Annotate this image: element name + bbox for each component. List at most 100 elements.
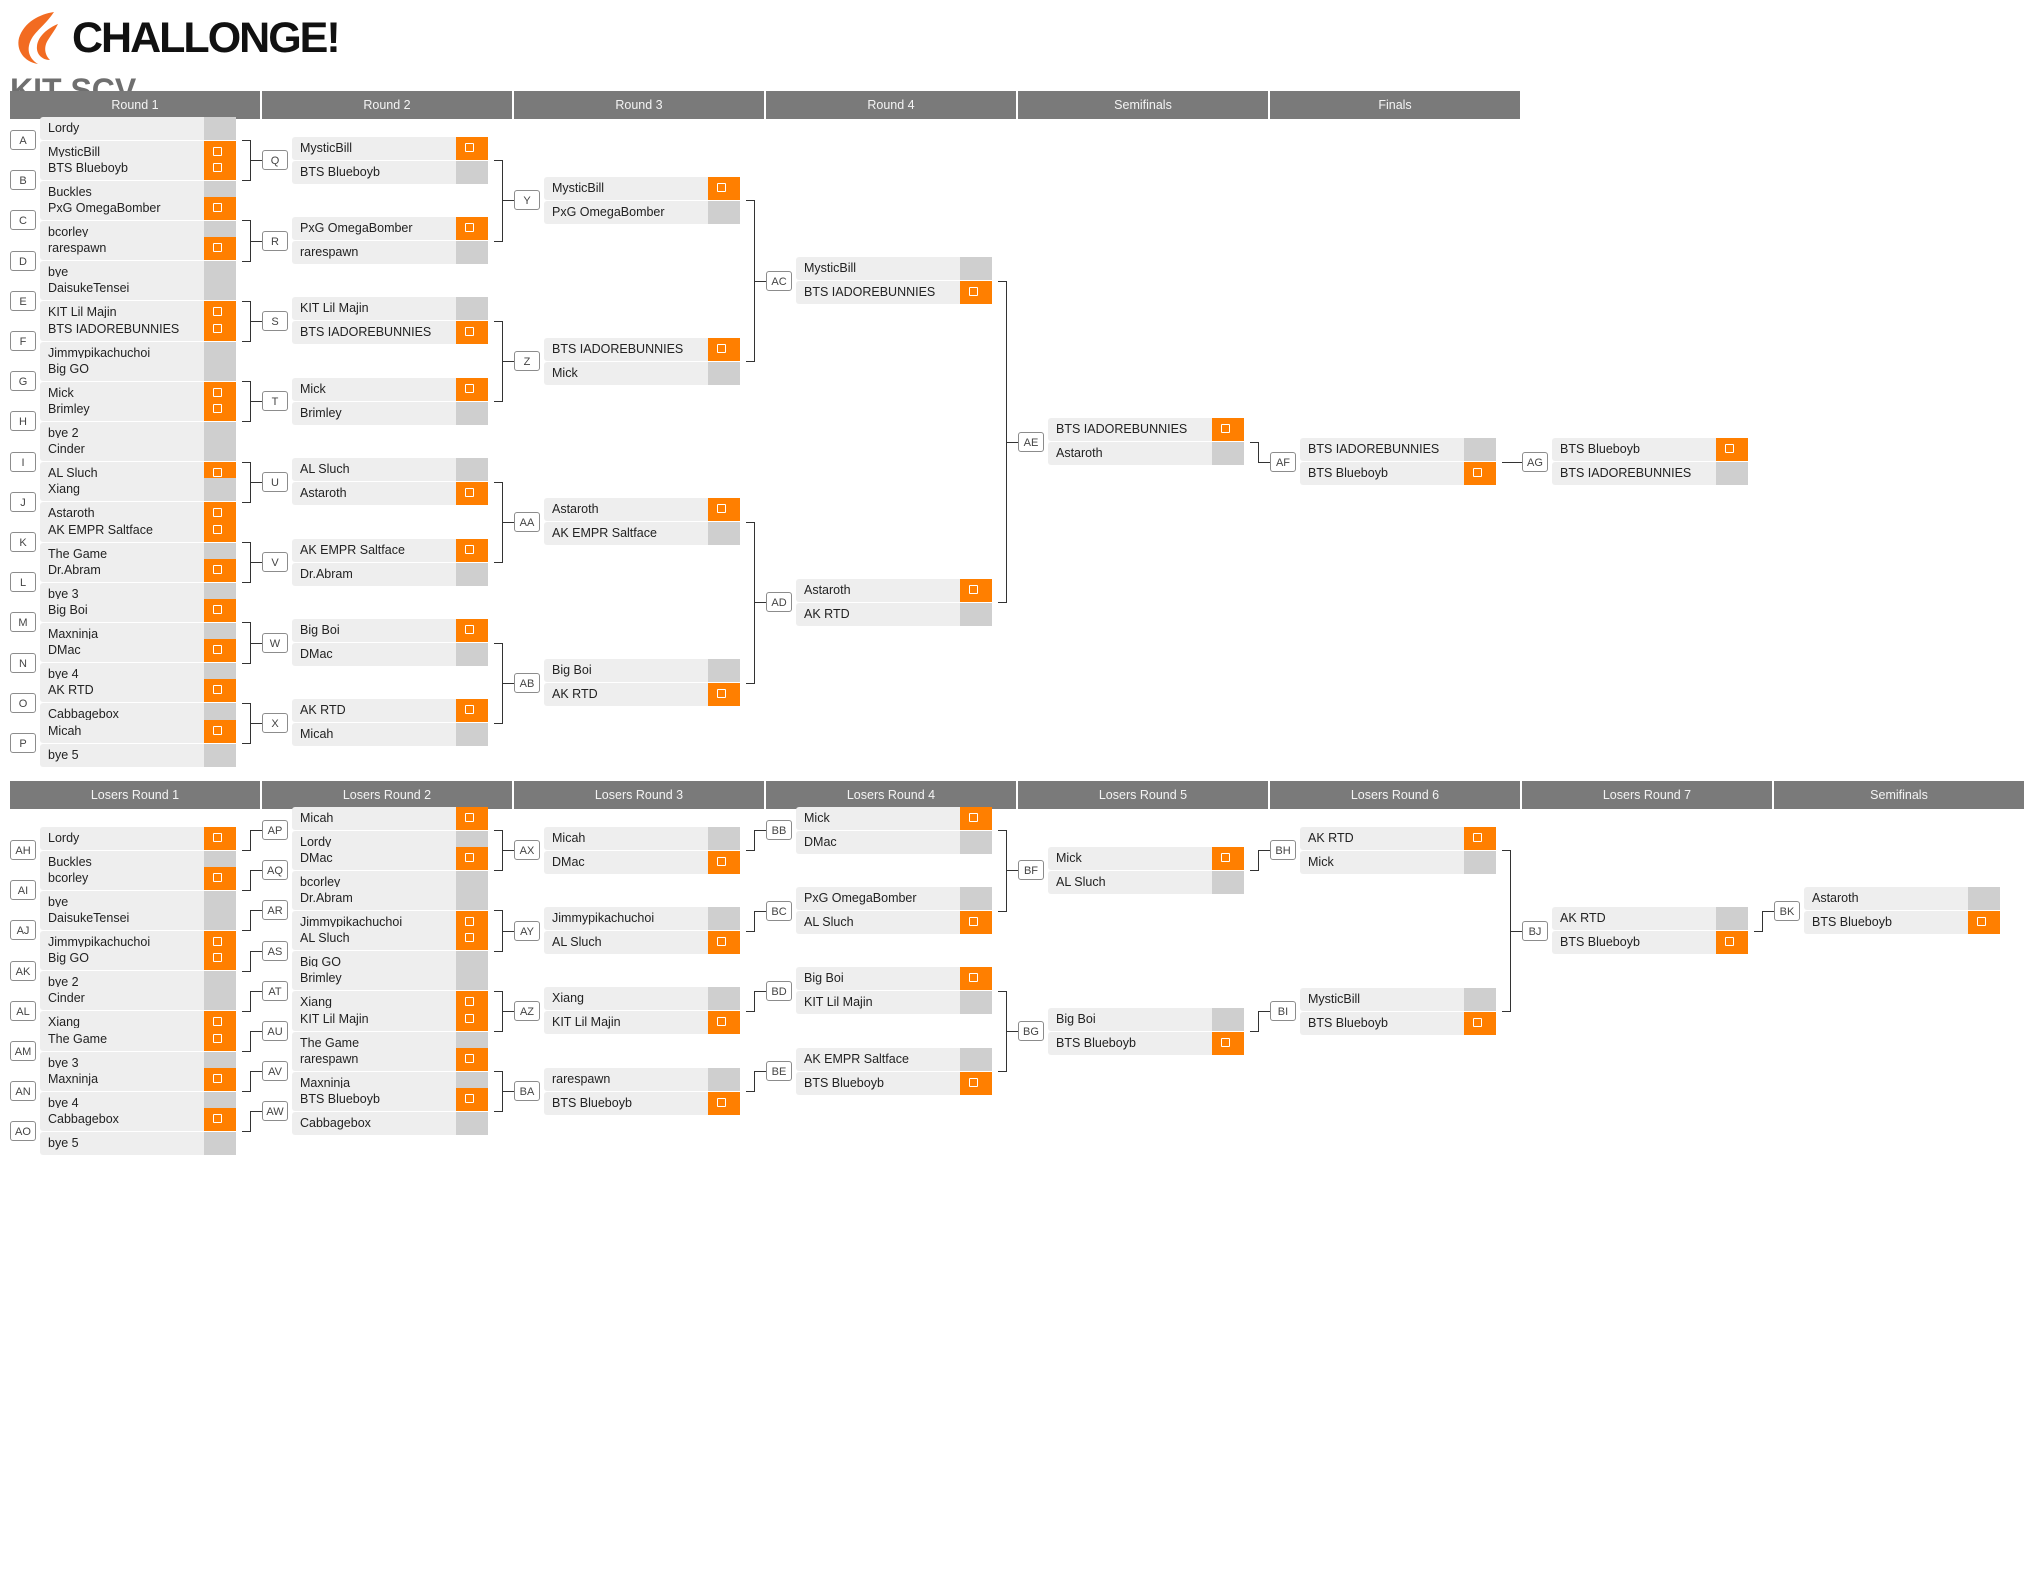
match-player-row[interactable]: BTS Blueboyb [544, 1091, 740, 1115]
match-id-af[interactable]: AF [1270, 451, 1296, 472]
match-player-row[interactable]: BTS IADOREBUNNIES [40, 317, 236, 341]
match-player-row[interactable]: Lordy [40, 826, 236, 850]
match-id-bf[interactable]: BF [1018, 860, 1044, 881]
match-player-row[interactable]: KIT Lil Majin [544, 1011, 740, 1035]
match-player-row[interactable]: Astaroth [544, 498, 740, 522]
match-player-row[interactable]: DMac [292, 846, 488, 870]
match-id-m[interactable]: M [10, 612, 36, 633]
match-player-row[interactable]: MysticBill [544, 176, 740, 200]
match-id-be[interactable]: BE [766, 1061, 792, 1082]
match-id-ao[interactable]: AO [10, 1121, 36, 1142]
match-id-ay[interactable]: AY [514, 920, 540, 941]
match-player-row[interactable]: DaisukeTensei [40, 277, 236, 301]
match-player-row[interactable]: AL Sluch [1048, 870, 1244, 894]
match-id-ax[interactable]: AX [514, 840, 540, 861]
match-player-row[interactable]: Cabbagebox [292, 1111, 488, 1135]
match-player-row[interactable]: bye 5 [40, 743, 236, 767]
match-player-row[interactable]: Cinder [40, 987, 236, 1011]
match-player-row[interactable]: AK EMPR Saltface [292, 538, 488, 562]
match-player-row[interactable]: rarespawn [544, 1067, 740, 1091]
match-id-ae[interactable]: AE [1018, 431, 1044, 452]
match-player-row[interactable]: BTS Blueboyb [1048, 1031, 1244, 1055]
match-id-x[interactable]: X [262, 712, 288, 733]
match-player-row[interactable]: AL Sluch [292, 927, 488, 951]
match-id-bd[interactable]: BD [766, 980, 792, 1001]
match-player-row[interactable]: Big GO [40, 947, 236, 971]
match-player-row[interactable]: Mick [1048, 846, 1244, 870]
match-player-row[interactable]: Maxninja [40, 1067, 236, 1091]
match-id-bj[interactable]: BJ [1522, 920, 1548, 941]
match-id-b[interactable]: B [10, 170, 36, 191]
match-player-row[interactable]: Dr.Abram [292, 562, 488, 586]
match-player-row[interactable]: Xiang [40, 478, 236, 502]
match-player-row[interactable]: BTS Blueboyb [292, 1087, 488, 1111]
match-player-row[interactable]: Micah [292, 723, 488, 747]
match-id-ag[interactable]: AG [1522, 451, 1548, 472]
match-id-r[interactable]: R [262, 230, 288, 251]
match-player-row[interactable]: Mick [1300, 850, 1496, 874]
match-player-row[interactable]: PxG OmegaBomber [40, 196, 236, 220]
match-player-row[interactable]: BTS Blueboyb [40, 156, 236, 180]
match-player-row[interactable]: Brimley [292, 401, 488, 425]
match-player-row[interactable]: DaisukeTensei [40, 906, 236, 930]
match-id-a[interactable]: A [10, 130, 36, 150]
match-player-row[interactable]: AL Sluch [796, 911, 992, 934]
match-player-row[interactable]: Micah [40, 719, 236, 743]
match-player-row[interactable]: Jimmypikachuchoi [544, 907, 740, 930]
match-player-row[interactable]: Lordy [40, 116, 236, 140]
match-id-ai[interactable]: AI [10, 880, 36, 901]
match-id-bh[interactable]: BH [1270, 840, 1296, 861]
match-id-aq[interactable]: AQ [262, 860, 288, 881]
match-id-al[interactable]: AL [10, 1000, 36, 1021]
match-player-row[interactable]: Cinder [40, 438, 236, 462]
match-player-row[interactable]: BTS Blueboyb [1300, 462, 1496, 485]
match-player-row[interactable]: BTS IADOREBUNNIES [544, 337, 740, 361]
match-player-row[interactable]: Mick [292, 377, 488, 401]
match-player-row[interactable]: DMac [796, 830, 992, 854]
match-player-row[interactable]: BTS IADOREBUNNIES [796, 281, 992, 305]
match-player-row[interactable]: bye 5 [40, 1131, 236, 1155]
match-id-c[interactable]: C [10, 210, 36, 231]
match-id-ac[interactable]: AC [766, 270, 792, 291]
match-id-ad[interactable]: AD [766, 592, 792, 613]
match-player-row[interactable]: Astaroth [796, 578, 992, 602]
match-player-row[interactable]: KIT Lil Majin [292, 297, 488, 321]
match-player-row[interactable]: Big Boi [796, 967, 992, 991]
match-id-az[interactable]: AZ [514, 1000, 540, 1021]
match-player-row[interactable]: bcorley [40, 866, 236, 890]
match-player-row[interactable]: PxG OmegaBomber [292, 217, 488, 240]
match-player-row[interactable]: Dr.Abram [292, 886, 488, 910]
match-id-e[interactable]: E [10, 290, 36, 311]
match-player-row[interactable]: BTS Blueboyb [1552, 931, 1748, 955]
match-player-row[interactable]: AK RTD [292, 699, 488, 723]
match-player-row[interactable]: Xiang [544, 987, 740, 1011]
match-id-p[interactable]: P [10, 733, 36, 753]
match-id-q[interactable]: Q [262, 150, 288, 171]
match-player-row[interactable]: AK RTD [1552, 907, 1748, 931]
match-player-row[interactable]: rarespawn [292, 241, 488, 264]
match-player-row[interactable]: AK EMPR Saltface [796, 1047, 992, 1071]
match-id-g[interactable]: G [10, 371, 36, 392]
match-player-row[interactable]: BTS Blueboyb [1552, 438, 1748, 461]
match-id-aa[interactable]: AA [514, 511, 540, 532]
match-player-row[interactable]: DMac [544, 850, 740, 874]
match-player-row[interactable]: PxG OmegaBomber [796, 887, 992, 910]
match-player-row[interactable]: AK RTD [796, 602, 992, 626]
match-player-row[interactable]: PxG OmegaBomber [544, 200, 740, 224]
match-id-ar[interactable]: AR [262, 900, 288, 921]
match-id-k[interactable]: K [10, 532, 36, 552]
match-player-row[interactable]: Micah [544, 826, 740, 850]
match-player-row[interactable]: DMac [292, 643, 488, 666]
match-id-bk[interactable]: BK [1774, 900, 1800, 921]
match-player-row[interactable]: AK RTD [544, 683, 740, 707]
match-player-row[interactable]: Big Boi [1048, 1007, 1244, 1031]
match-id-s[interactable]: S [262, 310, 288, 331]
match-player-row[interactable]: Micah [292, 806, 488, 830]
match-player-row[interactable]: Big GO [40, 357, 236, 381]
match-id-am[interactable]: AM [10, 1041, 36, 1061]
match-player-row[interactable]: rarespawn [40, 237, 236, 261]
match-id-at[interactable]: AT [262, 980, 288, 1001]
match-player-row[interactable]: Big Boi [544, 659, 740, 683]
match-player-row[interactable]: BTS IADOREBUNNIES [1300, 438, 1496, 461]
match-id-j[interactable]: J [10, 491, 36, 512]
